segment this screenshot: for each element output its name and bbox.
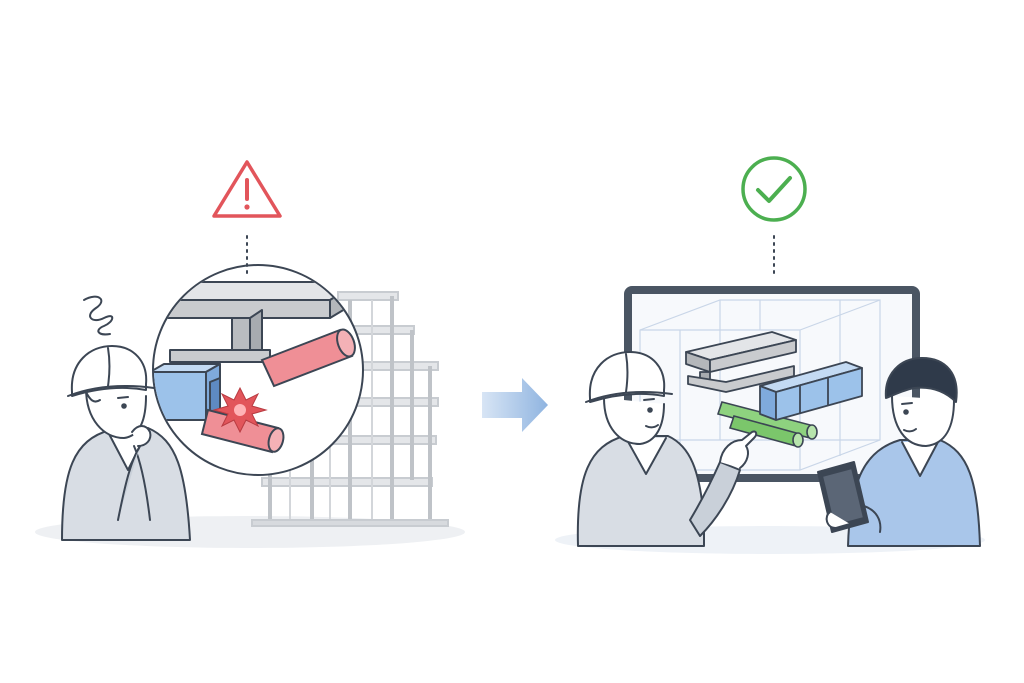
colleague-with-tablet: [817, 357, 981, 547]
pointing-engineer: [576, 351, 758, 547]
blue-duct-model: [759, 361, 863, 421]
clash-magnifier: [152, 264, 364, 476]
arrow-right-icon: [482, 378, 548, 432]
steel-beam: [154, 281, 361, 363]
blue-duct: [154, 363, 221, 421]
clash-burst-icon: [212, 386, 268, 434]
steel-beam-model: [685, 331, 797, 393]
green-pipes-model: [716, 401, 818, 448]
checkmark-circle-icon: [741, 156, 807, 222]
confused-engineer: [61, 345, 191, 541]
scribble-confusion-icon: [83, 295, 114, 336]
warning-triangle-icon: [212, 160, 282, 218]
red-pipe: [260, 328, 356, 388]
